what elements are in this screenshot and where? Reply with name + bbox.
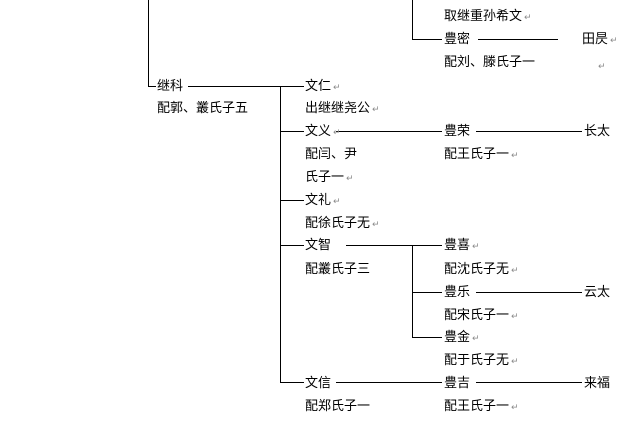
spouse-fengle: 配宋氏子一↵ <box>444 308 519 323</box>
spouse-wenli: 配徐氏子无↵ <box>305 216 380 231</box>
spouse-fengjin: 配于氏子无↵ <box>444 353 519 368</box>
connector-wenxin-fengji <box>336 382 442 383</box>
person-laifu: 来福 <box>584 376 611 391</box>
connector-wenzhi <box>280 245 304 246</box>
connector-wenxin <box>280 382 304 383</box>
person-wenyi: 文义↵ <box>305 124 341 139</box>
connector-fengle <box>412 292 442 293</box>
spouse-fengxi: 配沈氏子无↵ <box>444 262 519 277</box>
spouse-jike: 配郭、叢氏子五 <box>157 101 249 116</box>
person-fengrong: 豊荣 <box>444 124 471 139</box>
para-mark: ↵ <box>598 62 606 72</box>
person-wenren: 文仁↵ <box>305 79 341 94</box>
person-wenzhi: 文智 <box>305 238 332 253</box>
connector-wenzhi-sons <box>346 245 442 246</box>
connector-fengjin <box>412 337 442 338</box>
top-cut-text: 取继重孙希文↵ <box>444 9 532 24</box>
person-fengji: 豊吉 <box>444 376 471 391</box>
person-fengjin: 豊金↵ <box>444 330 480 345</box>
person-tianze: 田昃↵ <box>582 32 618 47</box>
person-wenxin: 文信 <box>305 376 332 391</box>
spouse-wenzhi: 配叢氏子三 <box>305 262 371 277</box>
connector-fengrong-changtai <box>476 131 582 132</box>
spouse-wenyi-line2: 氏子一↵ <box>305 170 354 185</box>
note-wenren: 出继继尧公↵ <box>305 101 380 116</box>
person-fengxi: 豊喜↵ <box>444 238 480 253</box>
connector-wenyi <box>280 131 304 132</box>
connector-fengmi <box>412 39 442 40</box>
connector-fengle-yuntai <box>476 292 582 293</box>
person-fengmi: 豊密 <box>444 32 471 47</box>
trunk-line-upper <box>148 0 149 87</box>
branch-line-jike-sons <box>280 86 281 383</box>
spouse-fengji: 配王氏子一↵ <box>444 399 519 414</box>
connector-fengji-laifu <box>476 382 582 383</box>
spouse-wenxin: 配郑氏子一 <box>305 399 371 414</box>
connector-fengmi-tianze <box>478 39 558 40</box>
connector-wenli <box>280 200 304 201</box>
spouse-fengmi: 配刘、滕氏子一 <box>444 55 536 70</box>
spouse-fengrong: 配王氏子一↵ <box>444 147 519 162</box>
branch-line-wenzhi-sons <box>412 245 413 338</box>
person-changtai: 长太 <box>584 124 611 139</box>
person-jike: 继科 <box>157 79 184 94</box>
spouse-wenyi-line1: 配闫、尹 <box>305 147 358 162</box>
connector-jike <box>148 86 156 87</box>
person-fengle: 豊乐 <box>444 285 471 300</box>
person-yuntai: 云太 <box>584 285 611 300</box>
connector-jike-to-sons <box>188 86 304 87</box>
connector-wenyi-fengrong <box>336 131 442 132</box>
person-wenli: 文礼↵ <box>305 193 341 208</box>
branch-line-top <box>412 0 413 40</box>
